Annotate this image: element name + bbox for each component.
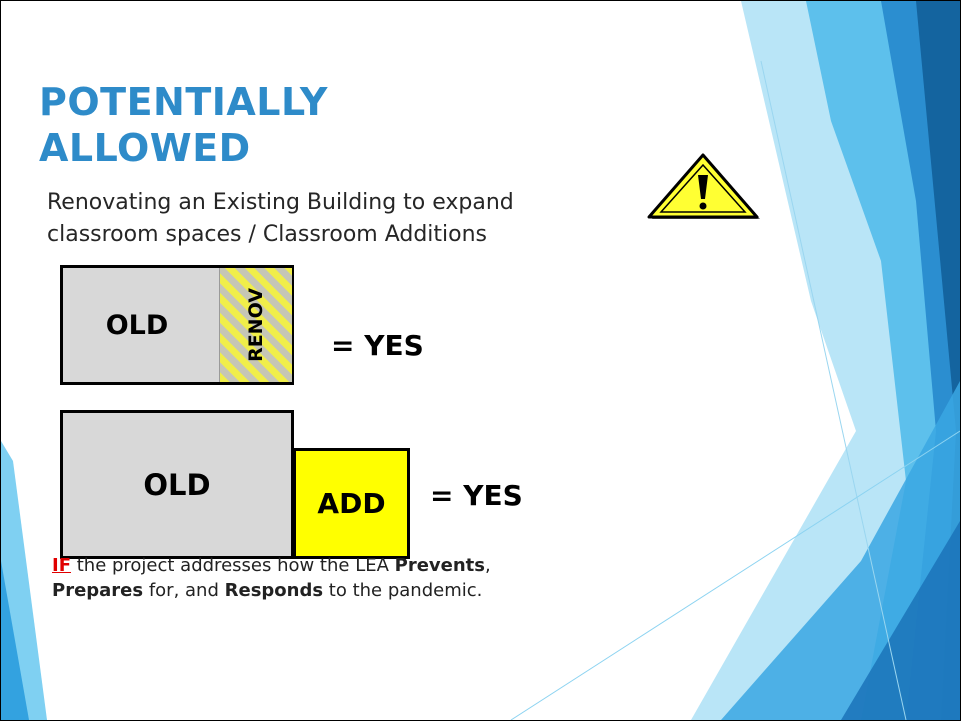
result-yes-2: = YES (430, 479, 523, 512)
warning-triangle-icon (647, 153, 760, 219)
note-part-1: the project addresses how the LEA (71, 555, 395, 576)
condition-note: IF the project addresses how the LEA Pre… (52, 553, 612, 603)
subtitle: Renovating an Existing Building to expan… (47, 187, 607, 251)
note-prevents: Prevents (394, 555, 485, 576)
renovation-area: RENOV (219, 268, 292, 382)
subtitle-line-2: classroom spaces / Classroom Additions (47, 222, 488, 247)
page-title: POTENTIALLY ALLOWED (39, 79, 328, 171)
result-yes-1: = YES (331, 329, 424, 362)
note-part-3: for, and (143, 580, 225, 601)
old-label-2: OLD (143, 467, 211, 502)
title-line-2: ALLOWED (39, 126, 251, 170)
if-label: IF (52, 555, 71, 576)
title-line-1: POTENTIALLY (39, 80, 328, 124)
old-building-box-2: OLD (60, 410, 294, 559)
note-part-2: , (485, 555, 491, 576)
subtitle-line-1: Renovating an Existing Building to expan… (47, 190, 514, 215)
note-part-4: to the pandemic. (323, 580, 483, 601)
renov-label: RENOV (245, 288, 267, 362)
note-prepares: Prepares (52, 580, 144, 601)
note-responds: Responds (224, 580, 324, 601)
addition-box: ADD (293, 448, 410, 559)
old-label-1: OLD (105, 309, 169, 341)
add-label: ADD (317, 487, 386, 520)
